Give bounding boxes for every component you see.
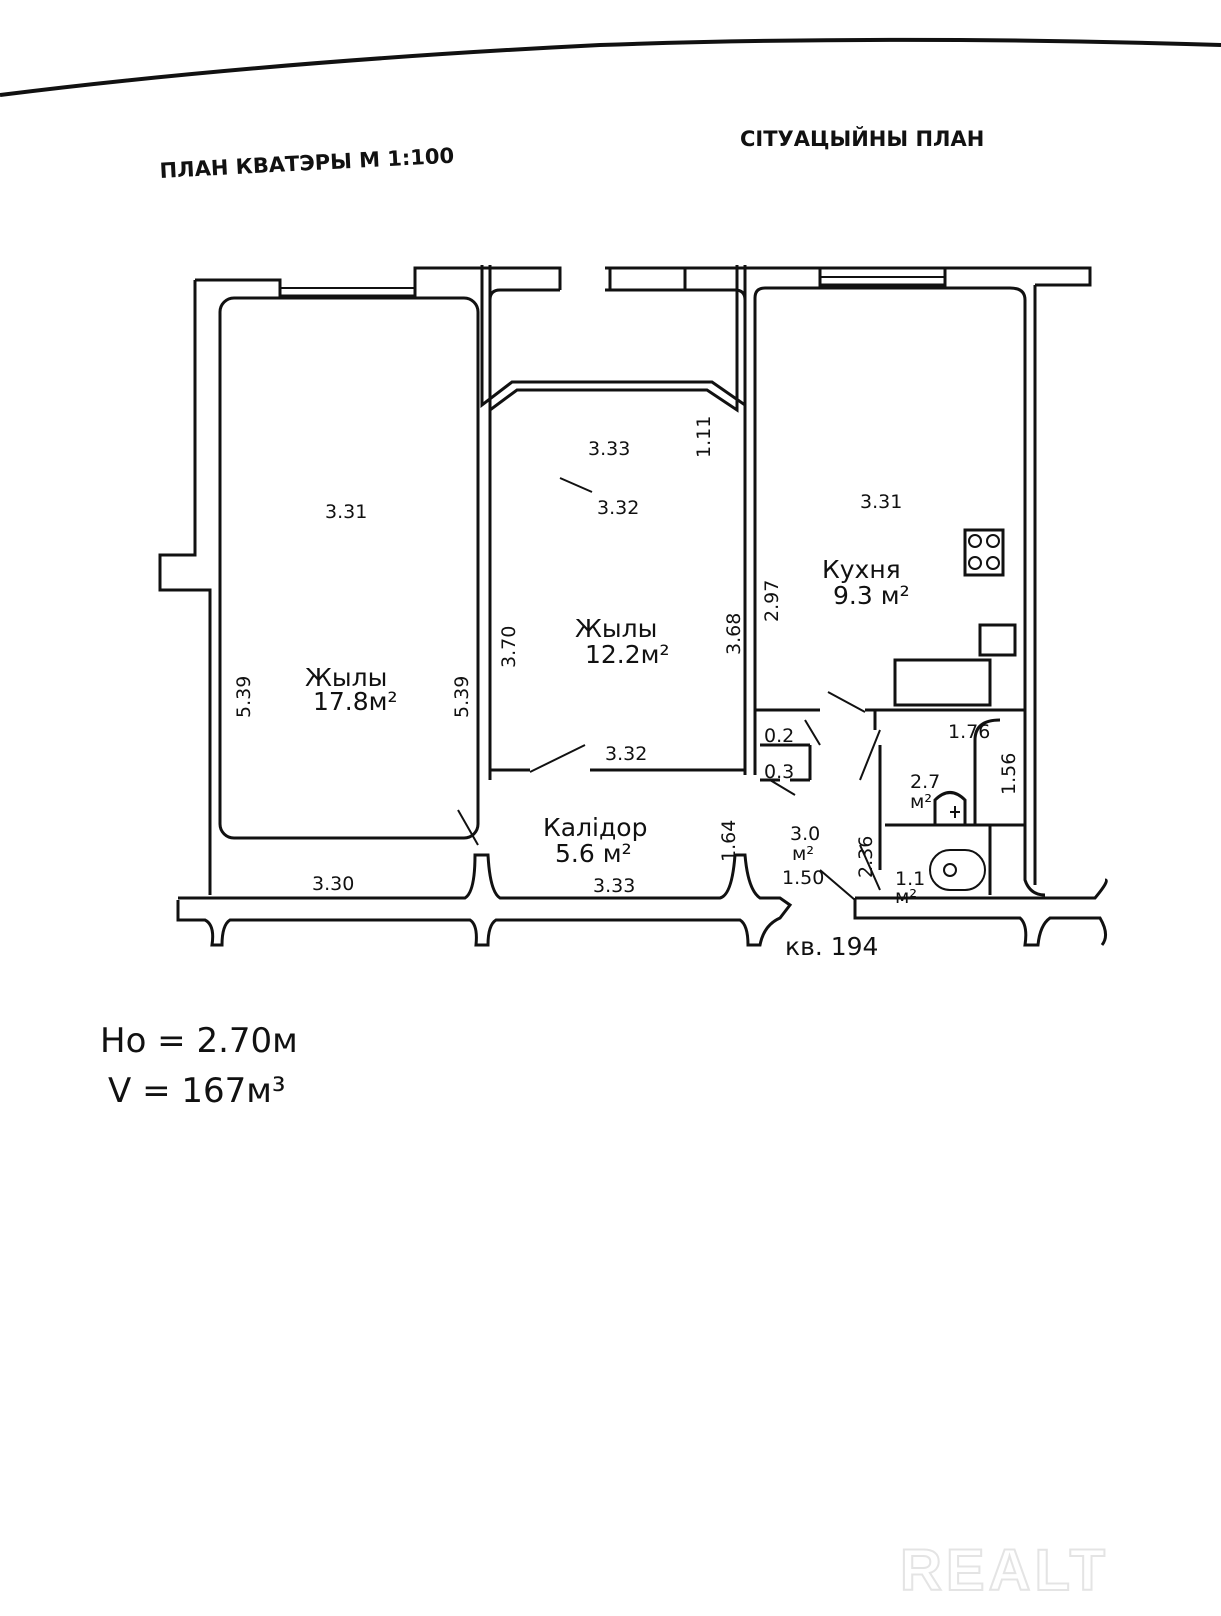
dimension: 3.30 [312,873,354,895]
dimension: 3.70 [498,626,520,668]
stove-icon [963,528,1005,577]
room-living-2 [488,288,747,780]
door-swing [529,477,593,773]
room-kitchen [753,285,1046,897]
dimension: 3.33 [588,438,630,460]
toilet-icon [929,849,986,891]
dimension: 1.11 [693,416,715,458]
room-area: 12.2м² [585,640,670,669]
room-area: 5.6 м² [555,839,632,868]
dimension: 3.68 [723,613,745,655]
dimension: 3.31 [860,491,902,513]
door-swing [819,844,881,901]
apartment-label: кв. 194 [785,932,878,961]
room-unit: м² [895,886,917,908]
dimension: 3.32 [605,743,647,765]
room-name: Кухня [822,555,901,584]
closets [755,708,820,782]
room-area: 0.2 [764,725,794,747]
dimension: 5.39 [233,676,255,718]
door-swing [827,691,866,713]
situation-title: СІТУАЦЫЙНЫ ПЛАН [740,126,984,151]
dimension: 3.33 [593,875,635,897]
dimension: 3.32 [597,497,639,519]
room-name: Жылы [305,663,387,692]
room-unit: м² [792,843,814,865]
plan-title: ПЛАН КВАТЭРЫ М 1:100 [159,144,455,183]
door-swing [859,729,881,781]
window-line [280,276,945,289]
room-area: 3.0 [790,823,820,845]
paper-edge [0,37,1221,97]
wall-top [158,266,1092,895]
watermark-logo: REALT [900,1538,1109,1603]
ceiling-height: Hо = 2.70м [100,1021,298,1061]
room-area: 2.7 [910,771,940,793]
room-area: 1.1 [895,868,925,890]
dimension: 2.97 [761,580,783,622]
apartment-volume: V = 167м³ [108,1071,286,1111]
dimension: 3.31 [325,501,367,523]
balcony [480,265,747,413]
dimension: 1.76 [948,721,990,743]
room-area: 9.3 м² [833,581,910,610]
wall-kitchen-bath [865,708,1025,730]
room-living-1 [218,296,480,840]
dimension: 1.50 [782,867,824,889]
door-swing [457,809,479,846]
room-unit: м² [910,791,932,813]
room-name: Калідор [543,813,647,842]
wall-bottom [176,853,1108,947]
room-area: 0.3 [764,761,794,783]
dimension: 1.64 [718,820,740,862]
door-swing [769,719,821,796]
room-area: 17.8м² [313,687,398,716]
dimension: 2.36 [855,836,877,878]
sink-icon [978,623,1017,657]
room-name: Жылы [575,614,657,643]
bathroom [878,718,1025,870]
dimension: 5.39 [451,676,473,718]
dimension: 1.56 [998,753,1020,795]
kitchen-cabinet [893,658,992,707]
